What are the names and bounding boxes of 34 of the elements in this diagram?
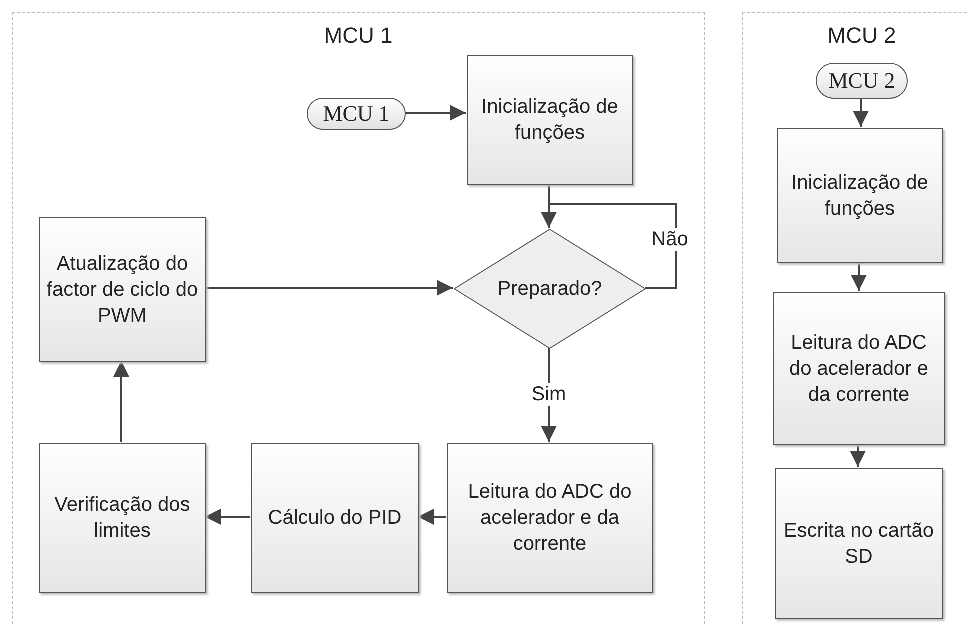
arrow — [853, 98, 869, 127]
terminator-shape — [816, 63, 908, 99]
process-box — [773, 292, 945, 445]
swimlane-panel — [742, 12, 968, 624]
node-label: Inicialização de funções — [480, 95, 620, 146]
process-box — [251, 443, 419, 593]
arrow — [850, 444, 866, 467]
arrow — [418, 509, 446, 525]
arrow — [205, 280, 453, 296]
process-box — [39, 217, 206, 362]
arrow — [541, 203, 677, 289]
process-box — [777, 128, 943, 263]
terminator-shape — [307, 98, 406, 130]
process-box — [775, 468, 943, 619]
swimlane-panel — [12, 12, 705, 624]
arrow — [405, 105, 466, 121]
node-label: MCU 2 — [828, 68, 896, 94]
panel-title: MCU 2 — [826, 23, 898, 49]
node-label: Leitura do ADC do acelerador e da corrente — [467, 480, 633, 557]
process-box — [39, 443, 206, 593]
node-label: Preparado? — [498, 278, 602, 300]
node-label: MCU 1 — [323, 101, 390, 127]
arrow — [205, 509, 250, 525]
arrow — [851, 262, 867, 291]
node-label: Cálculo do PID — [267, 506, 403, 531]
panel-title: MCU 1 — [323, 23, 394, 49]
process-box — [467, 55, 633, 185]
node-label: Leitura do ADC do acelerador e da corrente — [788, 330, 930, 408]
process-box — [447, 443, 653, 593]
node-label: Inicialização de funções — [790, 170, 930, 222]
node-label: Atualização do factor de ciclo do PWM — [46, 252, 200, 328]
arrow — [114, 361, 130, 442]
node-label: Escrita no cartão SD — [782, 518, 936, 570]
node-label: Verificação dos limites — [54, 493, 192, 544]
